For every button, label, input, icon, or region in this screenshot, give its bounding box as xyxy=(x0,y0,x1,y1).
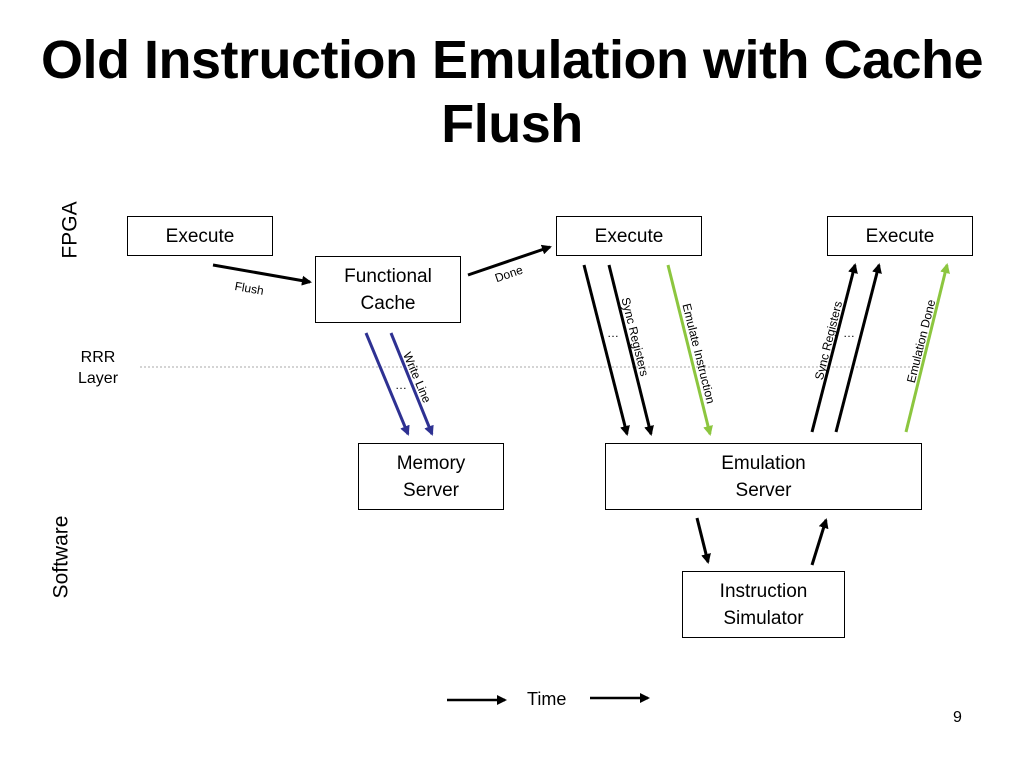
emulation-server-box: Emulation Server xyxy=(605,443,922,510)
functional-cache-label: Functional Cache xyxy=(344,265,432,314)
functional-cache-box: Functional Cache xyxy=(315,256,461,323)
slide-title: Old Instruction Emulation with Cache Flu… xyxy=(40,30,984,154)
emulation-server-label: Emulation Server xyxy=(721,452,806,501)
sync-registers-down-arrow-1 xyxy=(582,264,630,436)
sync-registers-up-arrow-2 xyxy=(834,263,882,433)
from-simulator-arrow xyxy=(810,518,829,566)
to-simulator-arrow xyxy=(695,517,711,564)
execute-box-3-label: Execute xyxy=(865,225,935,247)
sync-registers-down-arrow-2 xyxy=(607,264,654,436)
page-number: 9 xyxy=(953,709,962,726)
execute-box-3: Execute xyxy=(827,216,973,256)
sync-registers-up-ellipsis: … xyxy=(843,326,855,340)
execute-box-1-label: Execute xyxy=(165,225,235,247)
execute-box-2: Execute xyxy=(556,216,702,256)
write-line-arrow-1 xyxy=(364,332,410,436)
flush-arrow xyxy=(212,263,312,286)
rrr-layer-label: RRR Layer xyxy=(78,349,119,387)
emulation-done-arrow xyxy=(904,263,950,433)
execute-box-2-label: Execute xyxy=(594,225,664,247)
time-label: Time xyxy=(527,689,567,709)
memory-server-label: Memory Server xyxy=(396,452,466,501)
memory-server-box: Memory Server xyxy=(358,443,504,510)
write-line-arrow-2 xyxy=(389,332,434,436)
instruction-simulator-box: Instruction Simulator xyxy=(682,571,845,638)
instruction-simulator-label: Instruction Simulator xyxy=(719,580,808,629)
sync-registers-down-ellipsis: … xyxy=(607,326,619,340)
write-line-ellipsis: … xyxy=(395,378,407,392)
sync-registers-up-arrow-1 xyxy=(810,263,858,433)
execute-box-1: Execute xyxy=(127,216,273,256)
emulate-instruction-arrow xyxy=(666,264,713,436)
done-arrow xyxy=(467,244,552,277)
